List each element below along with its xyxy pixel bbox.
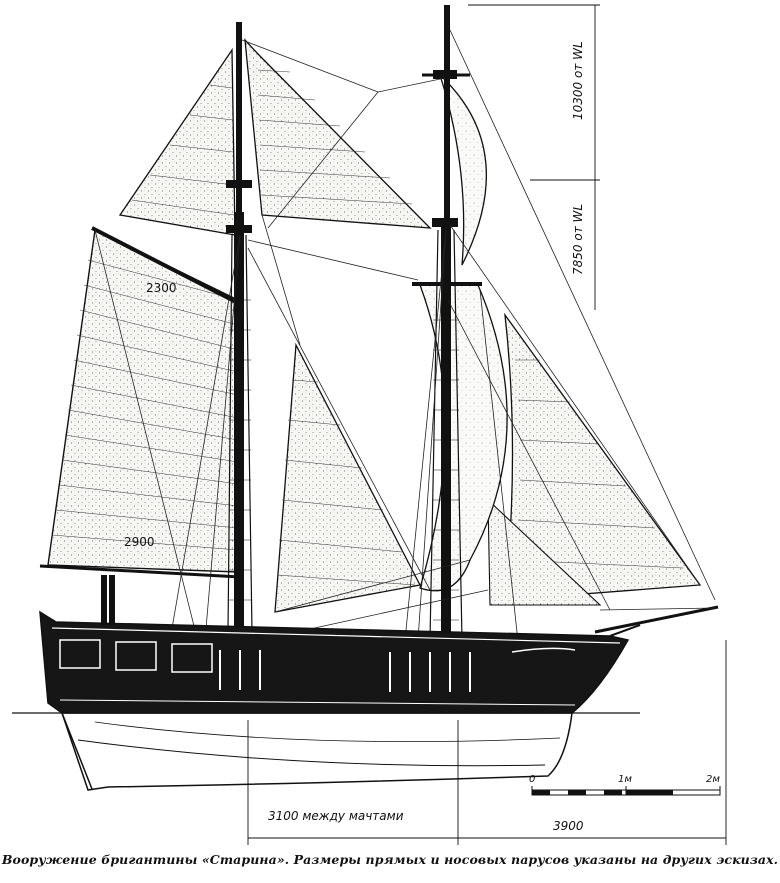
figure-caption: Вооружение бригантины «Старина». Размеры… bbox=[1, 852, 779, 867]
topmast-height-dimension: 10300 от WL bbox=[571, 41, 585, 120]
gaff-length-label: 2300 bbox=[146, 281, 177, 295]
boom-spar bbox=[39, 564, 241, 579]
fore-topsail-square bbox=[438, 72, 487, 266]
mast-spacing-dimension: 3100 между мачтами bbox=[268, 809, 404, 823]
bowsprit bbox=[594, 605, 719, 634]
scale-bar bbox=[531, 786, 721, 796]
main-gaff-sail bbox=[47, 228, 239, 573]
scale-two-label: 2м bbox=[706, 774, 720, 785]
dimension-lines bbox=[247, 4, 727, 845]
scale-zero-label: 0 bbox=[529, 774, 535, 785]
boom-length-label: 2900 bbox=[124, 535, 155, 549]
foreyard-spar bbox=[412, 73, 482, 286]
bow-length-dimension: 3900 bbox=[553, 819, 584, 833]
gaff-spar bbox=[91, 226, 239, 305]
outer-staysail bbox=[487, 498, 602, 606]
rigging-lines bbox=[94, 29, 716, 661]
fore-gaff-topsail bbox=[244, 38, 432, 229]
main-gaff-topsail bbox=[118, 47, 236, 236]
hull bbox=[39, 575, 641, 714]
fore-staysail bbox=[274, 342, 421, 613]
underwater-hull bbox=[60, 712, 573, 791]
masthead-height-dimension: 7850 от WL bbox=[571, 204, 585, 275]
scale-one-label: 1м bbox=[618, 774, 632, 785]
